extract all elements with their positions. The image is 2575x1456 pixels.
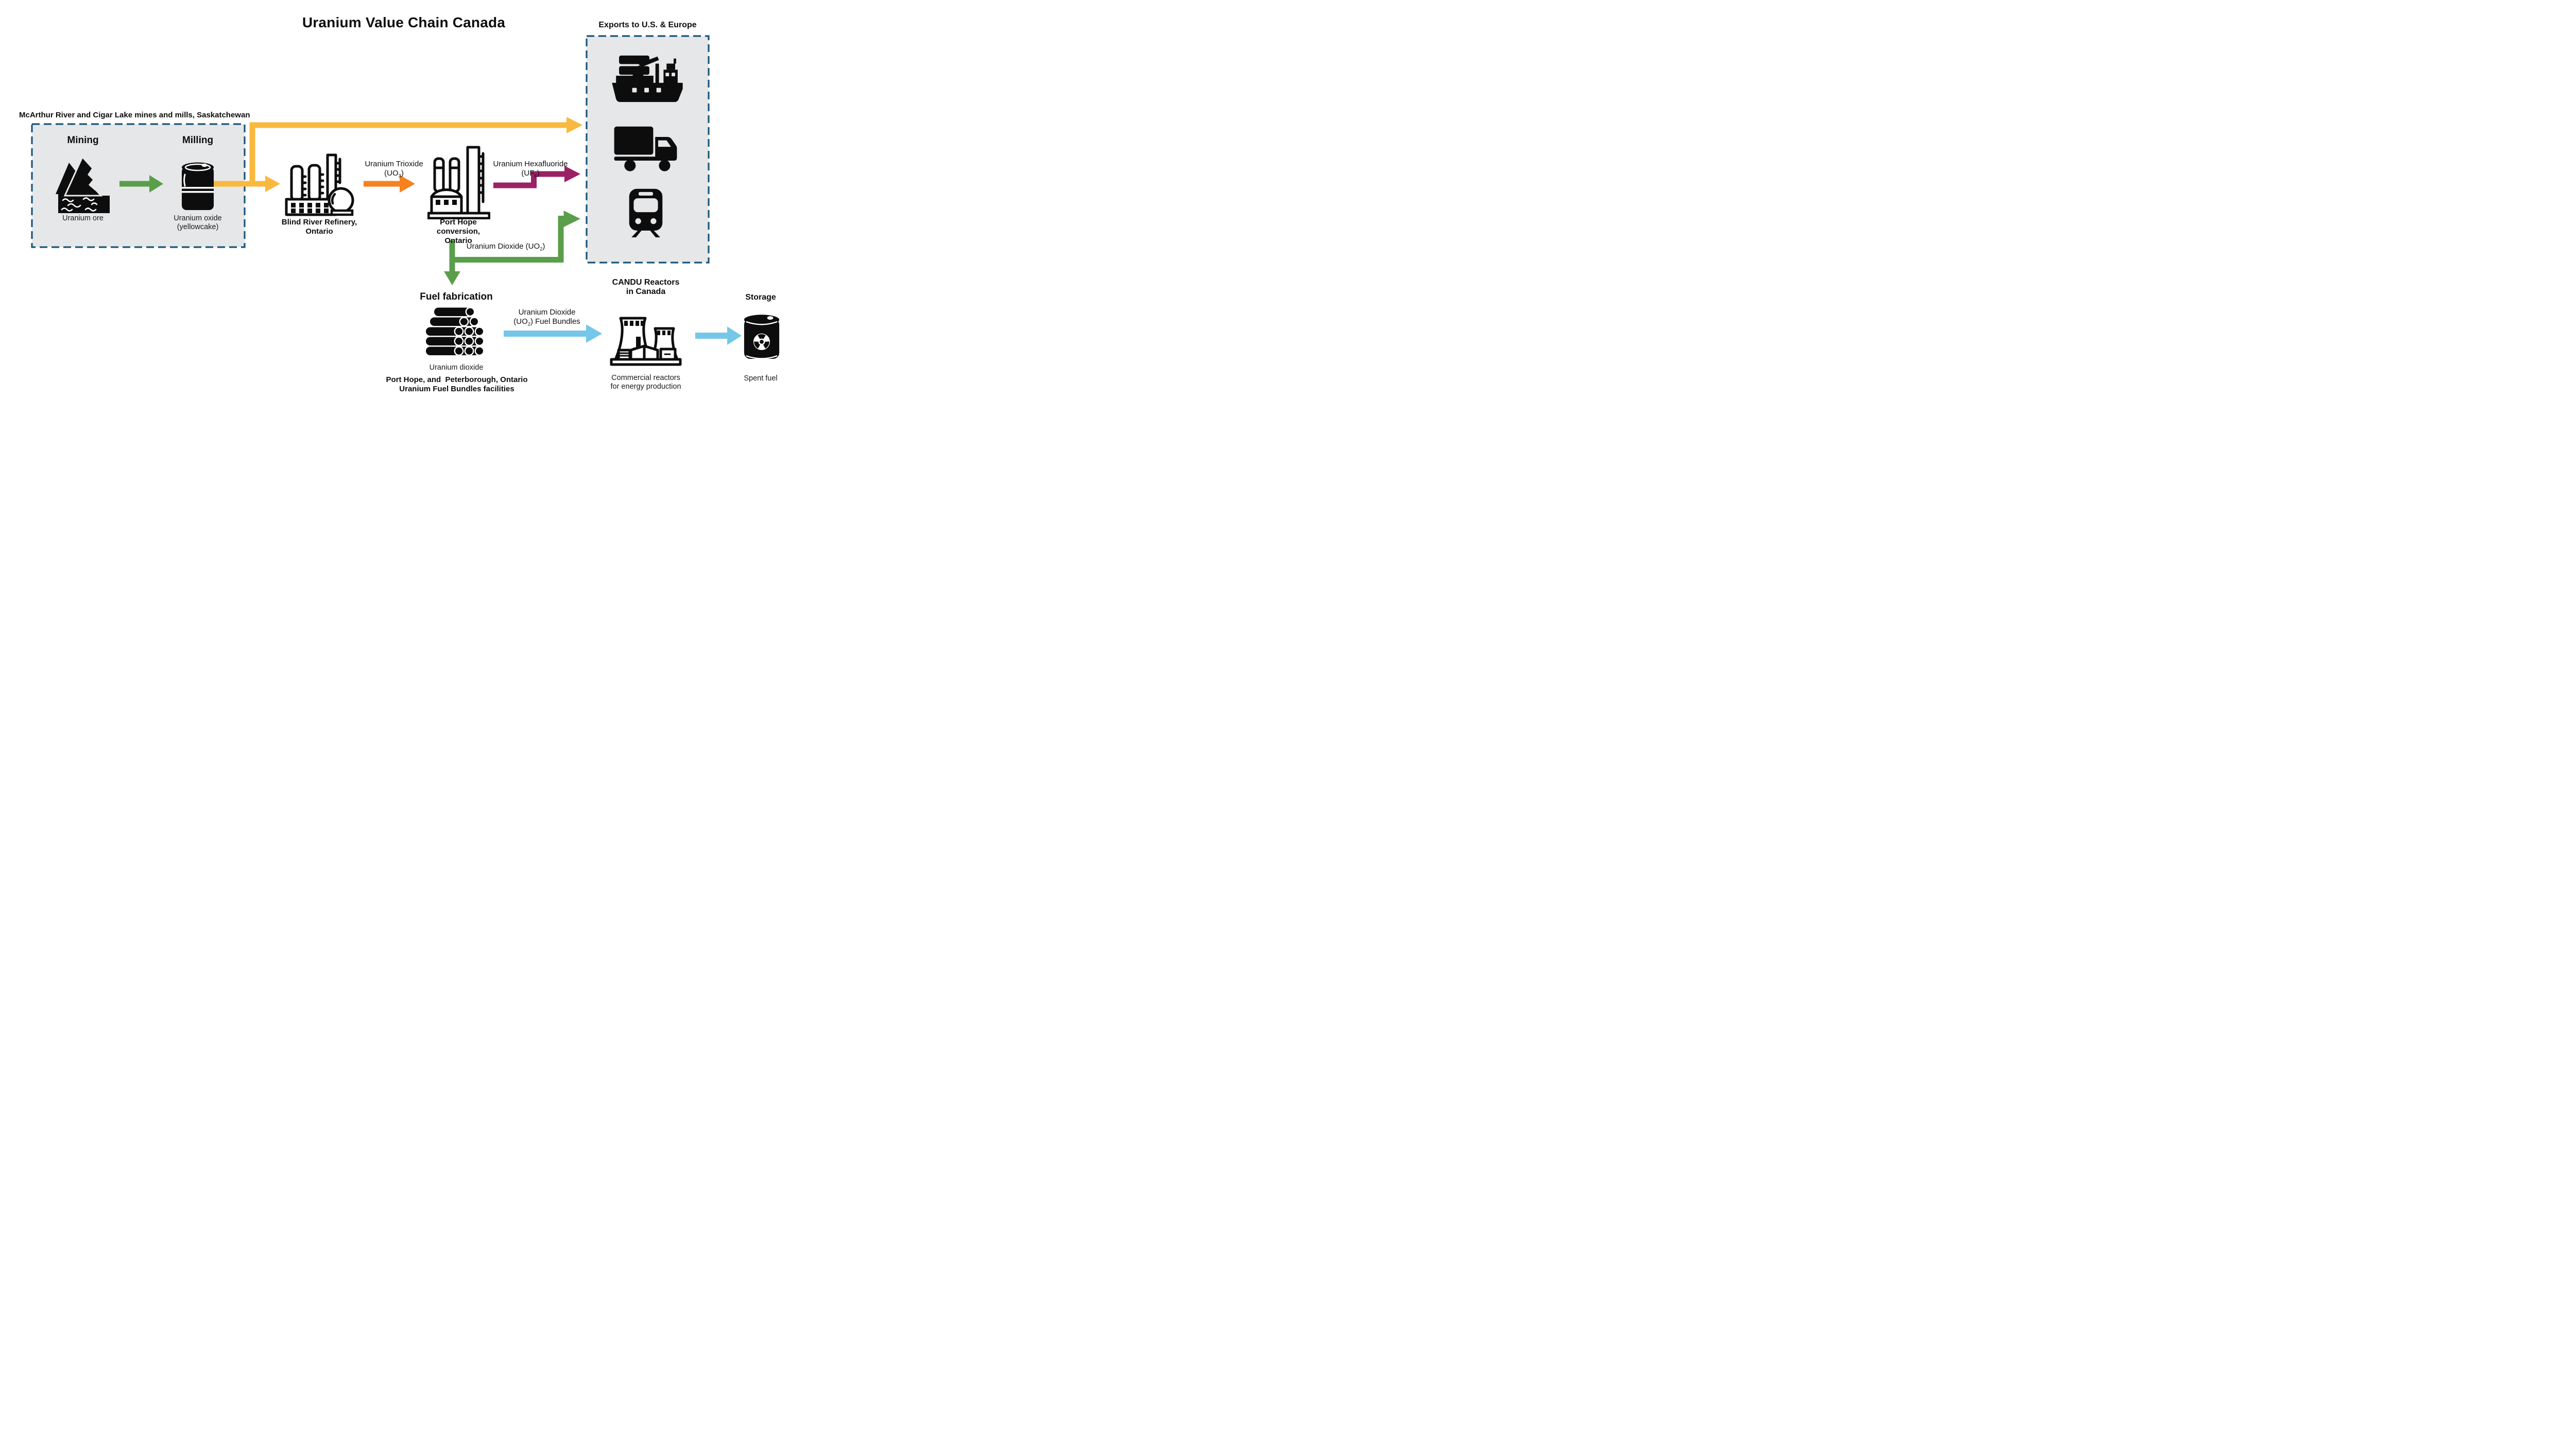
spent-fuel-flow-arrow — [695, 326, 742, 345]
uo3-flow-label: Uranium Trioxide (UO3) — [365, 160, 423, 179]
fuel-bundles-flow-arrow — [504, 324, 602, 343]
mines-group-heading: McArthur River and Cigar Lake mines and … — [19, 111, 250, 119]
waste-barrel-icon — [742, 314, 781, 364]
train-icon — [625, 188, 667, 237]
uo2-flow-label: Uranium Dioxide (UO2) — [466, 242, 545, 252]
milling-title: Milling — [182, 135, 214, 146]
nuclear-plant-icon — [607, 302, 684, 368]
fuel-fabrication-title: Fuel fabrication — [420, 291, 493, 302]
storage-caption: Spent fuel — [744, 374, 778, 383]
reactors-caption: Commercial reactors for energy productio… — [610, 374, 681, 391]
reactors-heading: CANDU Reactors in Canada — [612, 278, 680, 296]
uo2-flow-arrow — [444, 211, 580, 285]
uo2-bundles-flow-label: Uranium Dioxide (UO2) Fuel Bundles — [513, 308, 580, 327]
mining-caption: Uranium ore — [62, 214, 104, 222]
mining-to-milling-arrow — [119, 175, 163, 193]
uo3-flow-arrow — [364, 175, 415, 193]
milling-caption: Uranium oxide (yellowcake) — [174, 214, 222, 231]
exports-heading: Exports to U.S. & Europe — [598, 21, 697, 29]
mountain-icon — [50, 156, 116, 214]
conversion-plant-icon — [427, 144, 490, 219]
refinery-label: Blind River Refinery, Ontario — [281, 218, 357, 236]
yellowcake-flow-arrow — [214, 117, 582, 192]
storage-heading: Storage — [745, 293, 776, 302]
flow-layer — [31, 35, 742, 345]
cargo-ship-icon — [609, 51, 686, 105]
page-title: Uranium Value Chain Canada — [302, 14, 506, 30]
fuel-fabrication-caption: Uranium dioxide — [429, 363, 484, 372]
uf6-flow-arrow — [493, 166, 580, 188]
diagram-canvas: Uranium Value Chain Canada McArthur Rive… — [0, 0, 808, 414]
fuel-bundles-icon — [423, 307, 490, 357]
fuel-facilities-label: Port Hope, and Peterborough, Ontario Ura… — [386, 375, 528, 393]
conversion-label: Port Hope conversion, Ontario — [436, 218, 480, 245]
truck-icon — [611, 124, 680, 172]
uf6-flow-label: Uranium Hexafluoride (UF6) — [493, 160, 568, 179]
mining-title: Mining — [67, 135, 99, 146]
refinery-icon — [284, 153, 354, 217]
barrel-icon — [179, 160, 216, 213]
